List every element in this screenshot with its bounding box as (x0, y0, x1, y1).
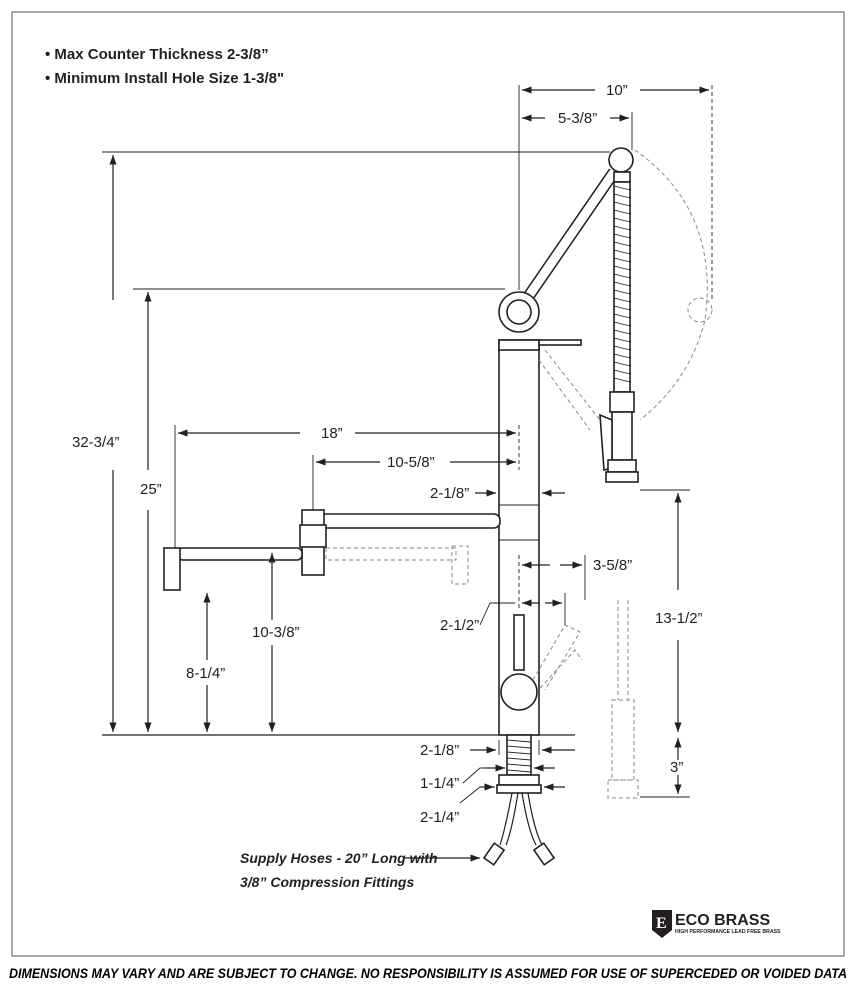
logo-tagline: HIGH PERFORMANCE LEAD FREE BRASS (675, 929, 781, 935)
faucet-drawing (163, 147, 713, 866)
dim-overall-height: 32-3/4” (72, 434, 120, 451)
dim-washer-diameter: 2-1/4” (420, 809, 459, 826)
dim-handle-offset: 2-1/2” (440, 617, 479, 634)
dim-pot-filler-folded: 10-5/8” (387, 454, 435, 471)
dim-pot-filler-height: 10-3/8” (252, 624, 300, 641)
eco-brass-logo: E ECO BRASS HIGH PERFORMANCE LEAD FREE B… (652, 910, 781, 938)
shield-icon (652, 910, 672, 938)
dim-outlet-height: 8-1/4” (186, 665, 225, 682)
disclaimer: DIMENSIONS MAY VARY AND ARE SUBJECT TO C… (9, 966, 847, 981)
dim-sprayer-clearance: 13-1/2” (655, 610, 703, 627)
dim-sprayer-length: 3” (670, 759, 683, 776)
dim-shank-thread: 1-1/4” (420, 775, 459, 792)
dim-sprayer-reach: 10” (606, 82, 628, 99)
diagram-border (11, 11, 845, 957)
note-install-hole: • Minimum Install Hole Size 1-3/8" (45, 70, 284, 87)
logo-name: ECO BRASS (675, 912, 770, 929)
dim-handle-reach: 3-5/8” (593, 557, 632, 574)
dim-spout-height: 25” (140, 481, 162, 498)
dimension-lines (102, 85, 713, 862)
dim-body-diameter: 2-1/8” (430, 485, 469, 502)
svg-text:E: E (656, 915, 667, 932)
supply-hoses-label-line2: 3/8” Compression Fittings (240, 874, 414, 890)
dim-pot-filler-reach: 18” (321, 425, 343, 442)
dim-arm-reach: 5-3/8” (558, 110, 597, 127)
dim-shank-diameter: 2-1/8” (420, 742, 459, 759)
supply-hoses-label-line1: Supply Hoses - 20” Long with (240, 850, 438, 866)
note-counter-thickness: • Max Counter Thickness 2-3/8” (45, 46, 269, 63)
